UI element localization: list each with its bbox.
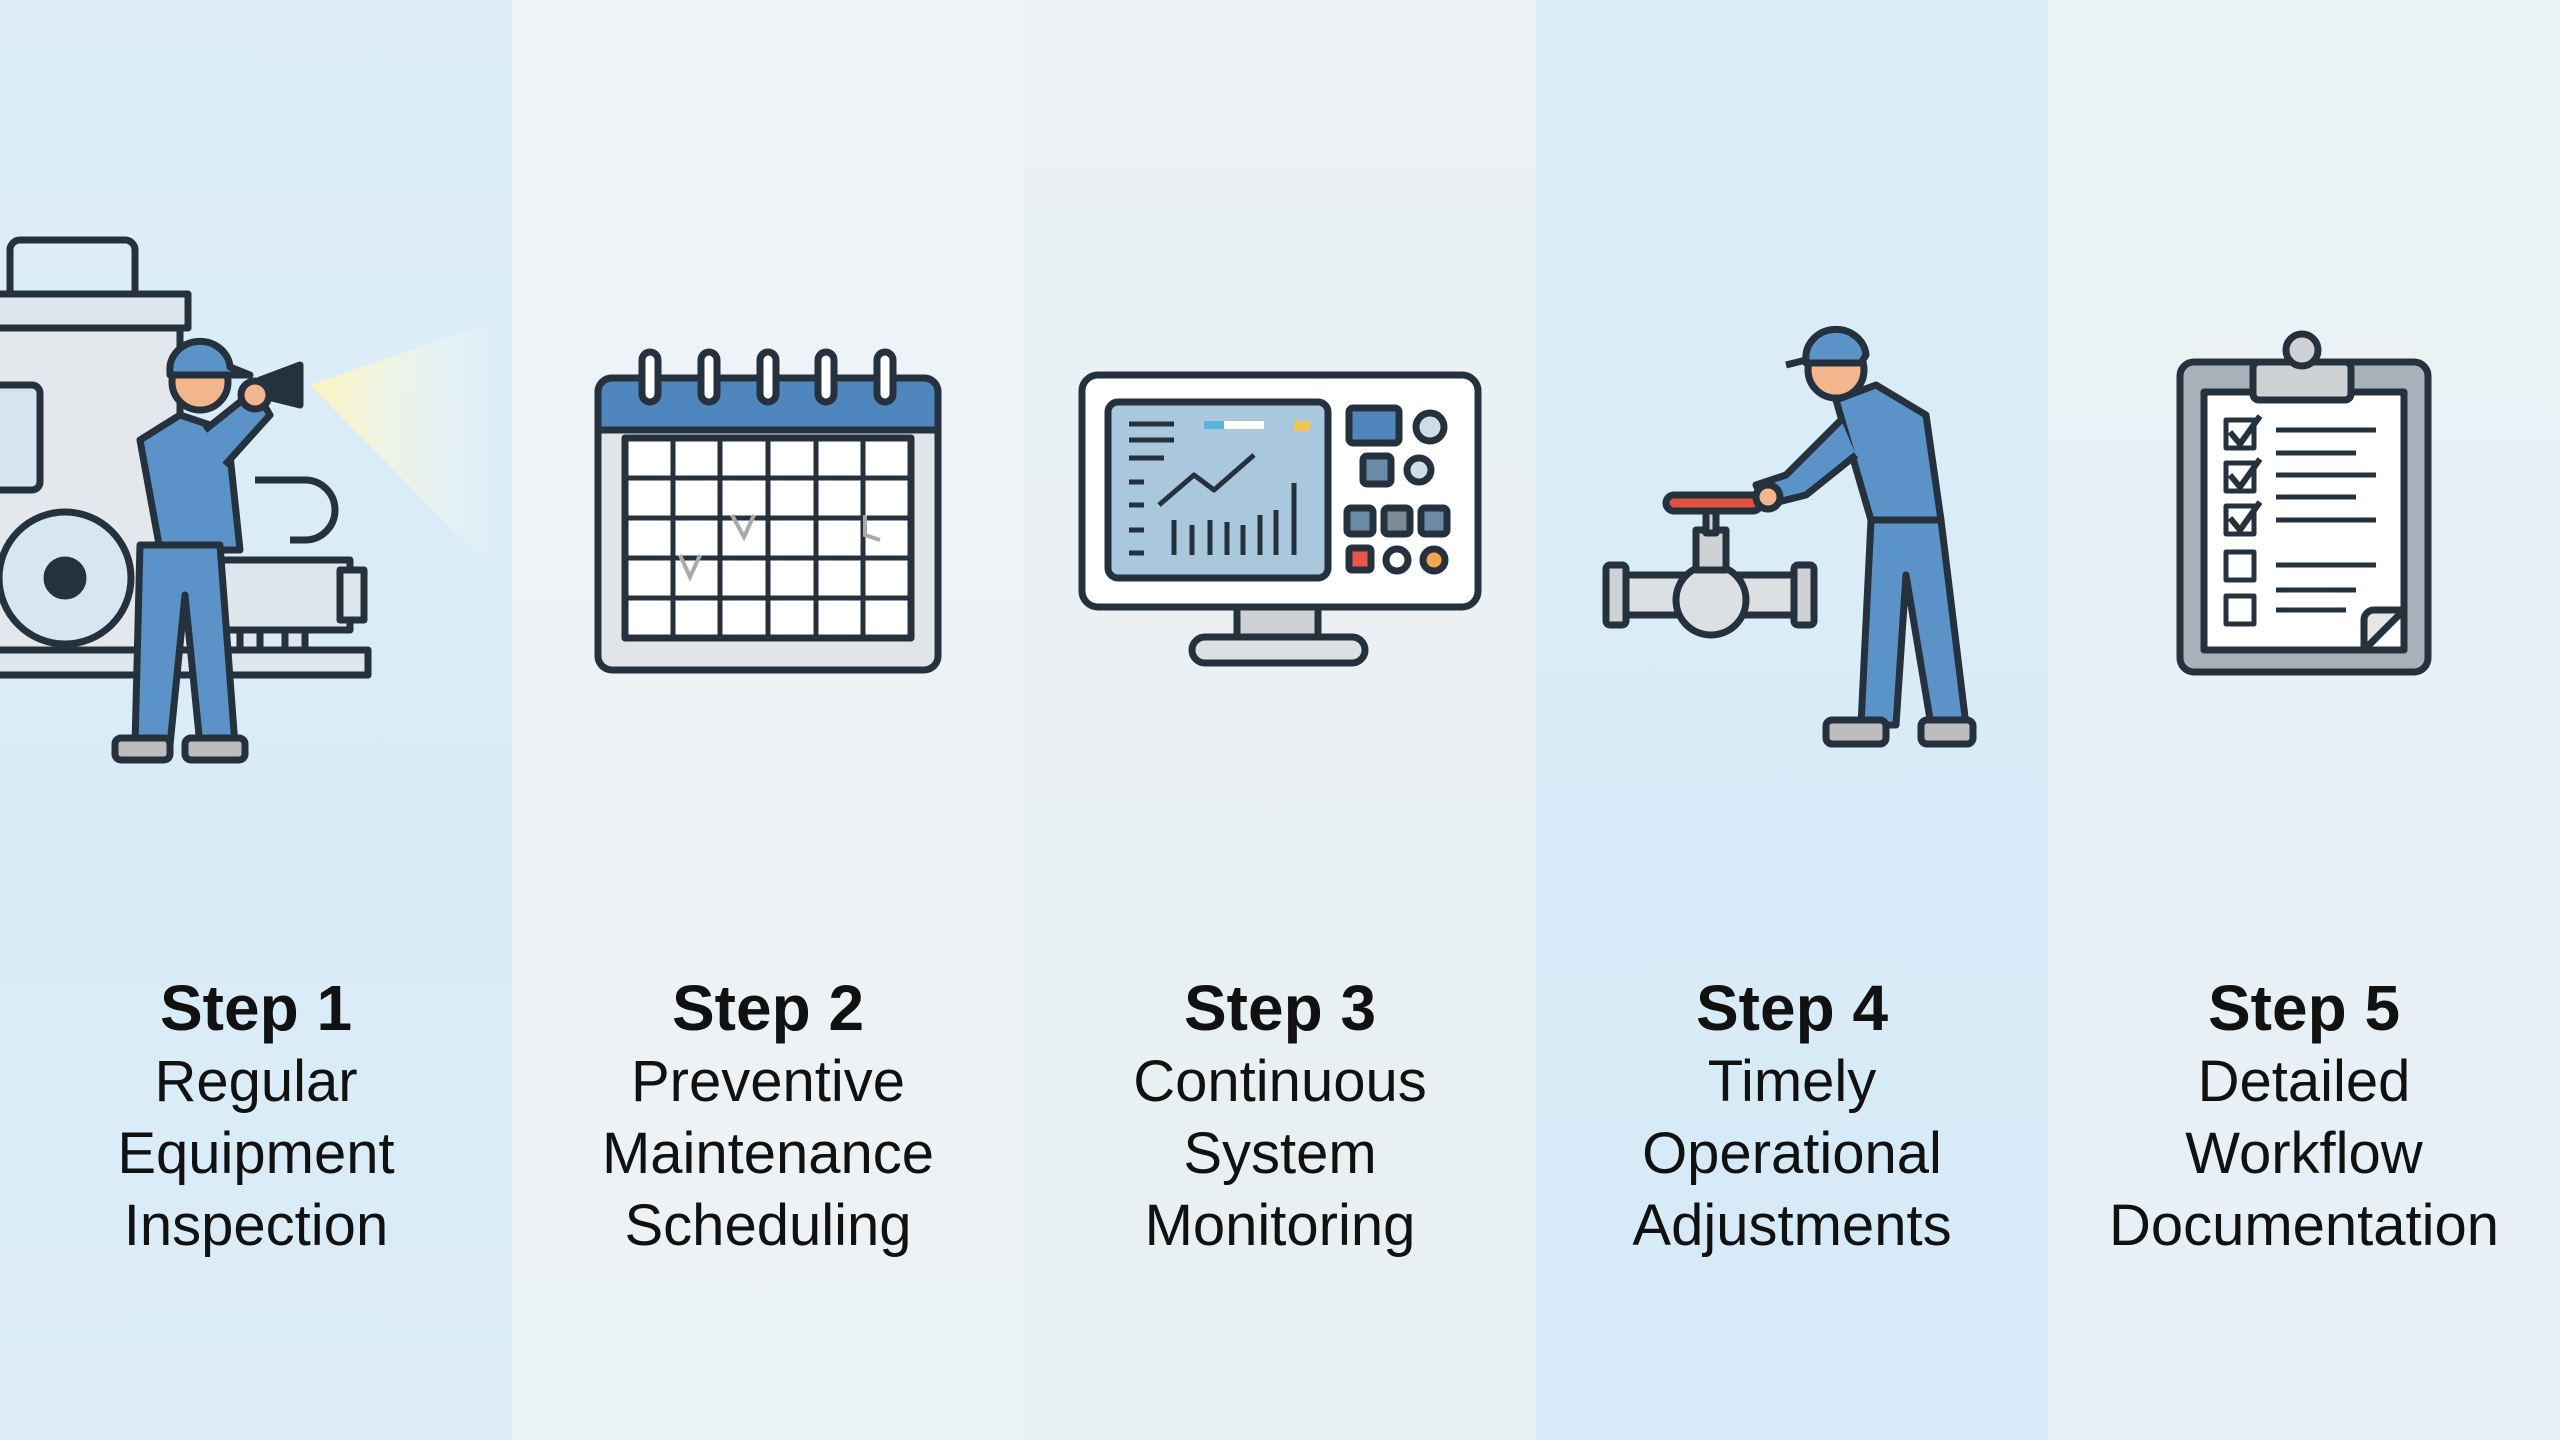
- step-label-line: System: [1183, 1121, 1377, 1186]
- step-3-text: Step 3 Continuous System Monitoring: [1024, 970, 1536, 1262]
- step-5-panel: Step 5 Detailed Workflow Documentation: [2048, 0, 2560, 1440]
- step-1-text: Step 1 Regular Equipment Inspection: [0, 970, 512, 1262]
- step-4-panel: Step 4 Timely Operational Adjustments: [1536, 0, 2048, 1440]
- valve-adjustment-icon: [1602, 325, 1977, 748]
- step-label-line: Adjustments: [1632, 1193, 1952, 1258]
- step-label-line: Inspection: [123, 1193, 389, 1258]
- step-label-line: Preventive: [630, 1049, 906, 1114]
- step-label-line: Regular: [154, 1049, 358, 1114]
- step-title: Step 1: [159, 972, 353, 1044]
- step-label-line: Equipment: [117, 1121, 395, 1186]
- step-label-line: Maintenance: [601, 1121, 935, 1186]
- step-5-text: Step 5 Detailed Workflow Documentation: [2048, 970, 2560, 1262]
- step-title: Step 5: [2207, 972, 2401, 1044]
- step-title: Step 2: [671, 972, 865, 1044]
- calendar-icon: [594, 348, 942, 674]
- step-label-line: Documentation: [2108, 1193, 2500, 1258]
- step-label-line: Detailed: [2197, 1049, 2411, 1114]
- step-label-line: Timely: [1707, 1049, 1877, 1114]
- step-2-panel: Step 2 Preventive Maintenance Scheduling: [512, 0, 1024, 1440]
- step-label-line: Operational: [1642, 1121, 1942, 1186]
- step-4-text: Step 4 Timely Operational Adjustments: [1536, 970, 2048, 1262]
- step-label-line: Scheduling: [624, 1193, 912, 1258]
- step-title: Step 3: [1183, 972, 1377, 1044]
- clipboard-checklist-icon: [2176, 330, 2432, 676]
- equipment-inspection-icon: [0, 236, 512, 764]
- step-label-line: Workflow: [2185, 1121, 2423, 1186]
- step-title: Step 4: [1695, 972, 1889, 1044]
- monitor-dashboard-icon: [1078, 371, 1482, 667]
- step-1-panel: Step 1 Regular Equipment Inspection: [0, 0, 512, 1440]
- step-label-line: Continuous: [1133, 1049, 1427, 1114]
- step-2-text: Step 2 Preventive Maintenance Scheduling: [512, 970, 1024, 1262]
- step-3-panel: Step 3 Continuous System Monitoring: [1024, 0, 1536, 1440]
- step-label-line: Monitoring: [1144, 1193, 1416, 1258]
